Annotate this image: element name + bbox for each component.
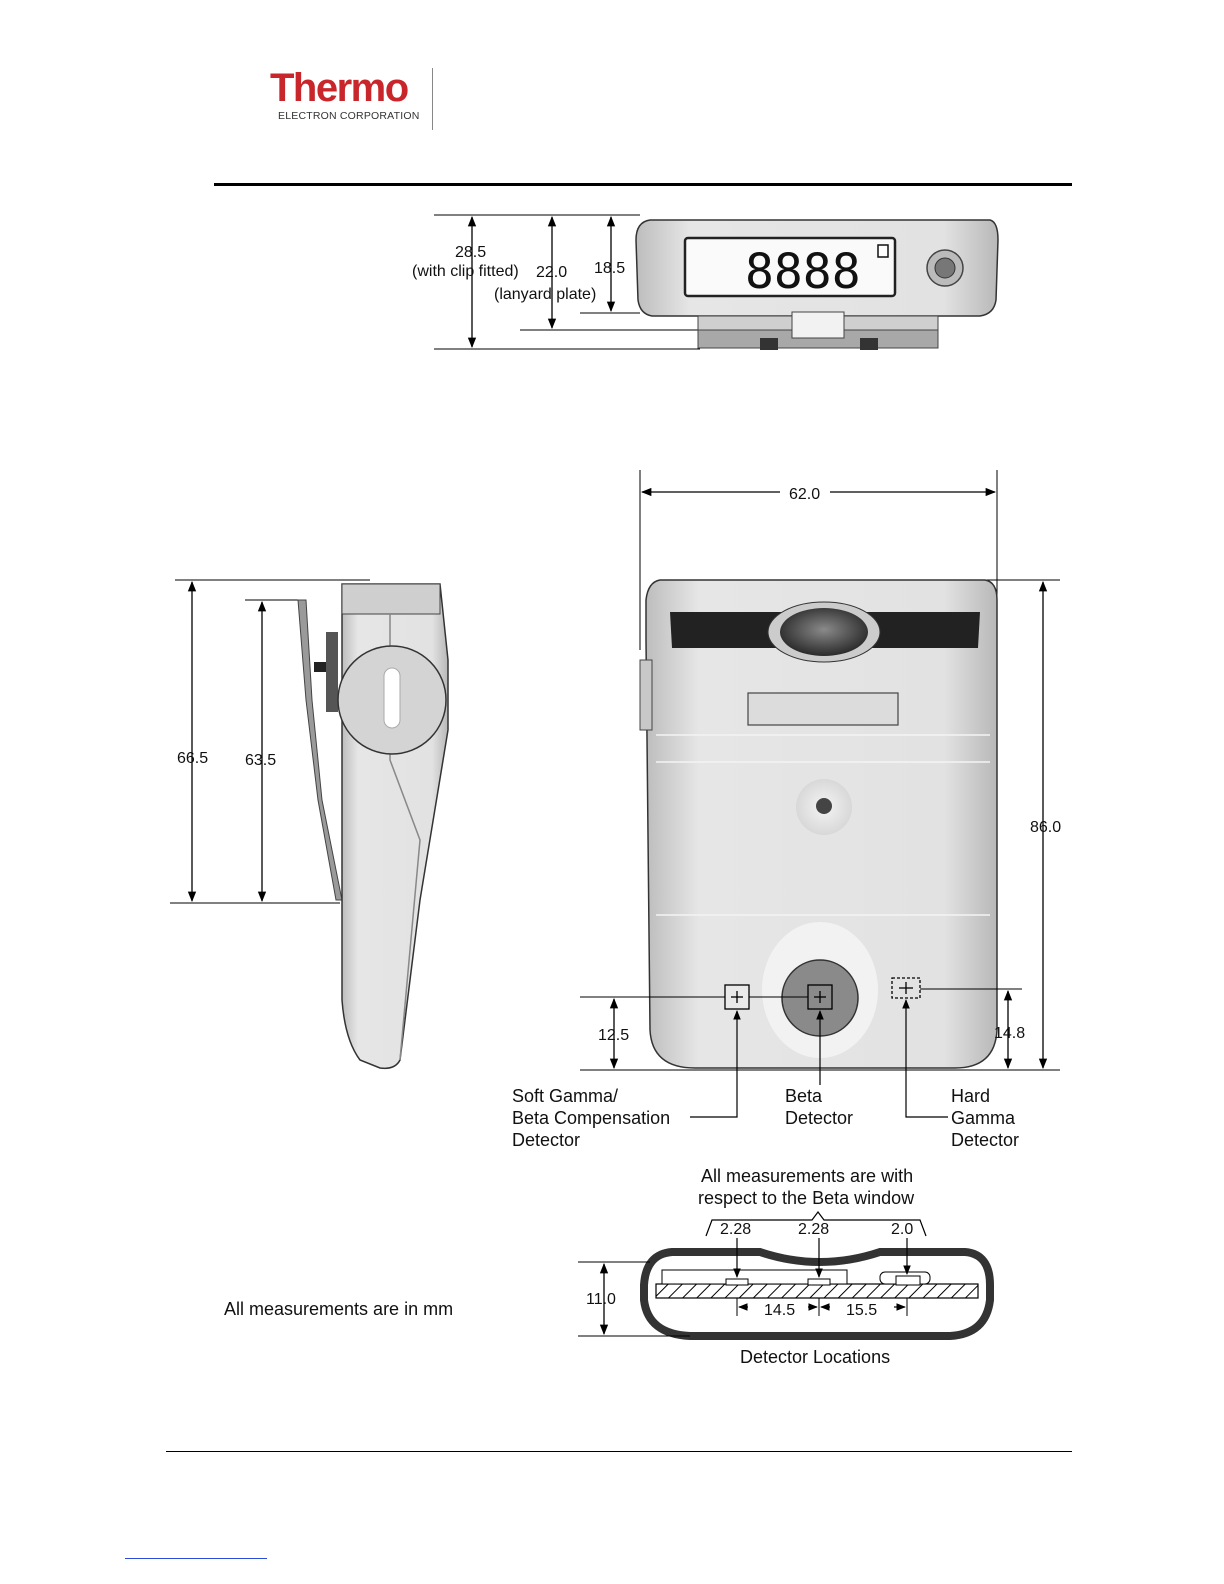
- side-top-cap: [341, 583, 441, 615]
- dim-height-value: 86.0: [1030, 819, 1061, 836]
- top-view: 28.5 (with clip fitted) 22.0 (lanyard pl…: [412, 214, 999, 350]
- front-view: 62.0 86.0 12.5 14.8: [512, 470, 1061, 1150]
- footer-link-underline[interactable]: [125, 1558, 267, 1559]
- header-rule: [214, 183, 1072, 186]
- button-center-icon: [934, 257, 956, 279]
- section-brace: [705, 1211, 927, 1237]
- dim-inner-value: 63.5: [245, 752, 276, 769]
- dim-c-value: 2.0: [891, 1221, 913, 1238]
- label-beta-1: Beta: [785, 1086, 823, 1106]
- dim-body-value: 18.5: [594, 260, 625, 277]
- clip-tab-left: [760, 338, 778, 350]
- label-hard-gamma-3: Detector: [951, 1130, 1019, 1150]
- dim-left-offset-value: 12.5: [598, 1027, 629, 1044]
- side-button: [639, 659, 653, 731]
- dim-lanyard-note: (lanyard plate): [494, 286, 596, 303]
- logo-divider: [432, 68, 433, 130]
- label-soft-gamma-2: Beta Compensation: [512, 1108, 670, 1128]
- label-hard-gamma-1: Hard: [951, 1086, 990, 1106]
- label-window: [747, 692, 899, 726]
- clip-latch: [791, 311, 845, 339]
- units-note: All measurements are in mm: [224, 1299, 453, 1319]
- leader-soft-gamma: [690, 1010, 741, 1118]
- logo-subtitle: ELECTRON CORPORATION: [278, 110, 420, 122]
- dim-span-left-value: 14.5: [764, 1302, 795, 1319]
- label-soft-gamma-1: Soft Gamma/: [512, 1086, 618, 1106]
- label-beta-2: Detector: [785, 1108, 853, 1128]
- dim-right-offset-value: 14.8: [994, 1025, 1025, 1042]
- lcd-display: [683, 236, 897, 298]
- section-pcb: [655, 1283, 979, 1299]
- section-soft-detector: [725, 1278, 749, 1286]
- section-caption: Detector Locations: [740, 1347, 890, 1367]
- dim-clip-value: 28.5: [455, 244, 486, 261]
- dim-a-value: 2.28: [720, 1221, 751, 1238]
- section-hard-detector: [895, 1275, 921, 1286]
- dim-outer-value: 66.5: [177, 750, 208, 767]
- dim-span-right-value: 15.5: [846, 1302, 877, 1319]
- section-view: All measurements are with respect to the…: [578, 1166, 994, 1367]
- dim-lanyard-value: 22.0: [536, 264, 567, 281]
- dim-width-value: 62.0: [789, 486, 820, 503]
- lens-icon: [780, 608, 868, 656]
- clip-hinge: [326, 632, 338, 712]
- clip-tab-right: [860, 338, 878, 350]
- dim-thickness-value: 11.0: [586, 1291, 616, 1308]
- label-hard-gamma-2: Gamma: [951, 1108, 1016, 1128]
- hard-gamma-detector-icon: [891, 977, 921, 999]
- section-beta-detector: [807, 1278, 831, 1286]
- clip-pivot: [314, 662, 330, 672]
- dim-clip-note: (with clip fitted): [412, 263, 519, 280]
- label-soft-gamma-3: Detector: [512, 1130, 580, 1150]
- section-note-1: All measurements are with: [701, 1166, 913, 1186]
- side-view: 66.5 63.5: [170, 579, 449, 1070]
- indicator-led-icon: [816, 798, 832, 814]
- side-lanyard-slot: [383, 667, 401, 729]
- section-component-left: [661, 1269, 848, 1285]
- section-note-2: respect to the Beta window: [698, 1188, 915, 1208]
- thermo-logo: Thermo ELECTRON CORPORATION: [270, 66, 440, 132]
- battery-icon: [877, 244, 889, 258]
- lcd-digits: 8888: [745, 244, 861, 300]
- leader-hard-gamma: [902, 999, 948, 1118]
- dim-b-value: 2.28: [798, 1221, 829, 1238]
- footer-rule: [166, 1451, 1072, 1452]
- logo-wordmark: Thermo: [270, 66, 409, 110]
